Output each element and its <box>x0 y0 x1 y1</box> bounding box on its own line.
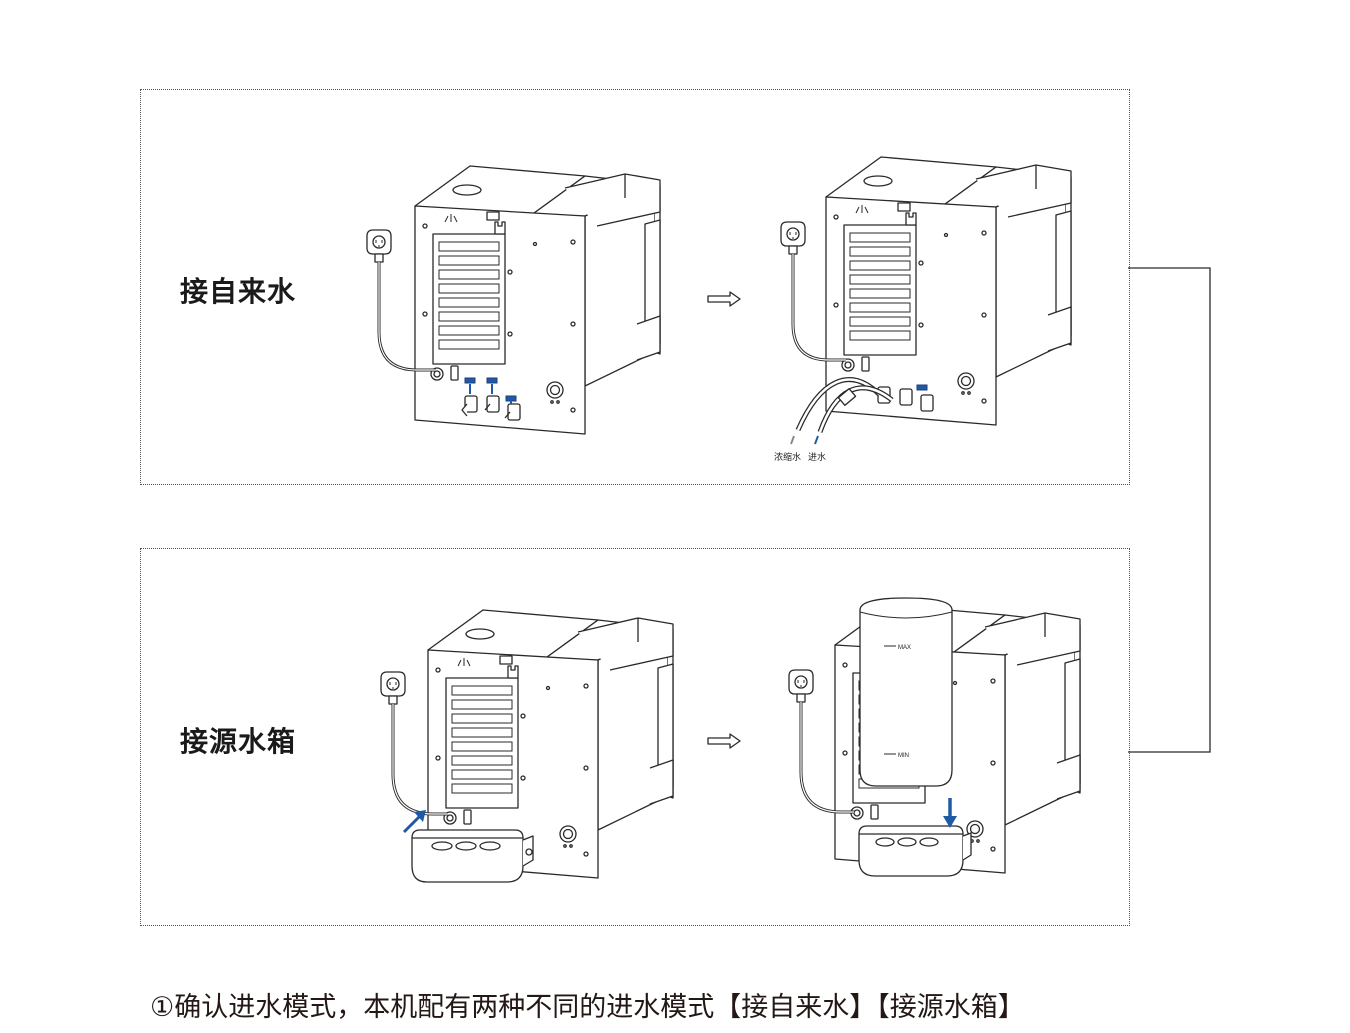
source-tank-base <box>858 825 972 877</box>
instruction-caption: ①确认进水模式，本机配有两种不同的进水模式【接自来水】【接源水箱】 <box>150 992 1025 1023</box>
source-tank-base <box>411 829 534 883</box>
source-tank-panel <box>140 548 1130 926</box>
panel-bracket <box>1128 267 1211 753</box>
source-tank-mode-title: 接源水箱 <box>180 725 297 758</box>
tap-water-panel <box>140 89 1130 485</box>
arrow-right-icon <box>707 733 741 749</box>
fitting-group <box>461 377 521 421</box>
tank-max-label: MAX <box>898 645 911 651</box>
arrow-right-icon <box>707 291 741 307</box>
arrow-up-icon <box>402 810 426 834</box>
arrow-down-icon <box>943 798 957 828</box>
power-cord <box>791 254 846 362</box>
power-cord <box>799 702 854 814</box>
machine-rear-tap-before <box>414 165 661 435</box>
concentrate-hose-label: 浓缩水 <box>774 453 802 463</box>
power-cord <box>377 262 436 372</box>
water-tank: MAX MIN <box>859 597 953 787</box>
tank-min-label: MIN <box>898 753 909 759</box>
water-hoses <box>790 377 894 445</box>
power-cord <box>391 704 448 816</box>
inlet-hose-label: 进水 <box>808 453 827 463</box>
tap-water-mode-title: 接自来水 <box>180 275 297 308</box>
